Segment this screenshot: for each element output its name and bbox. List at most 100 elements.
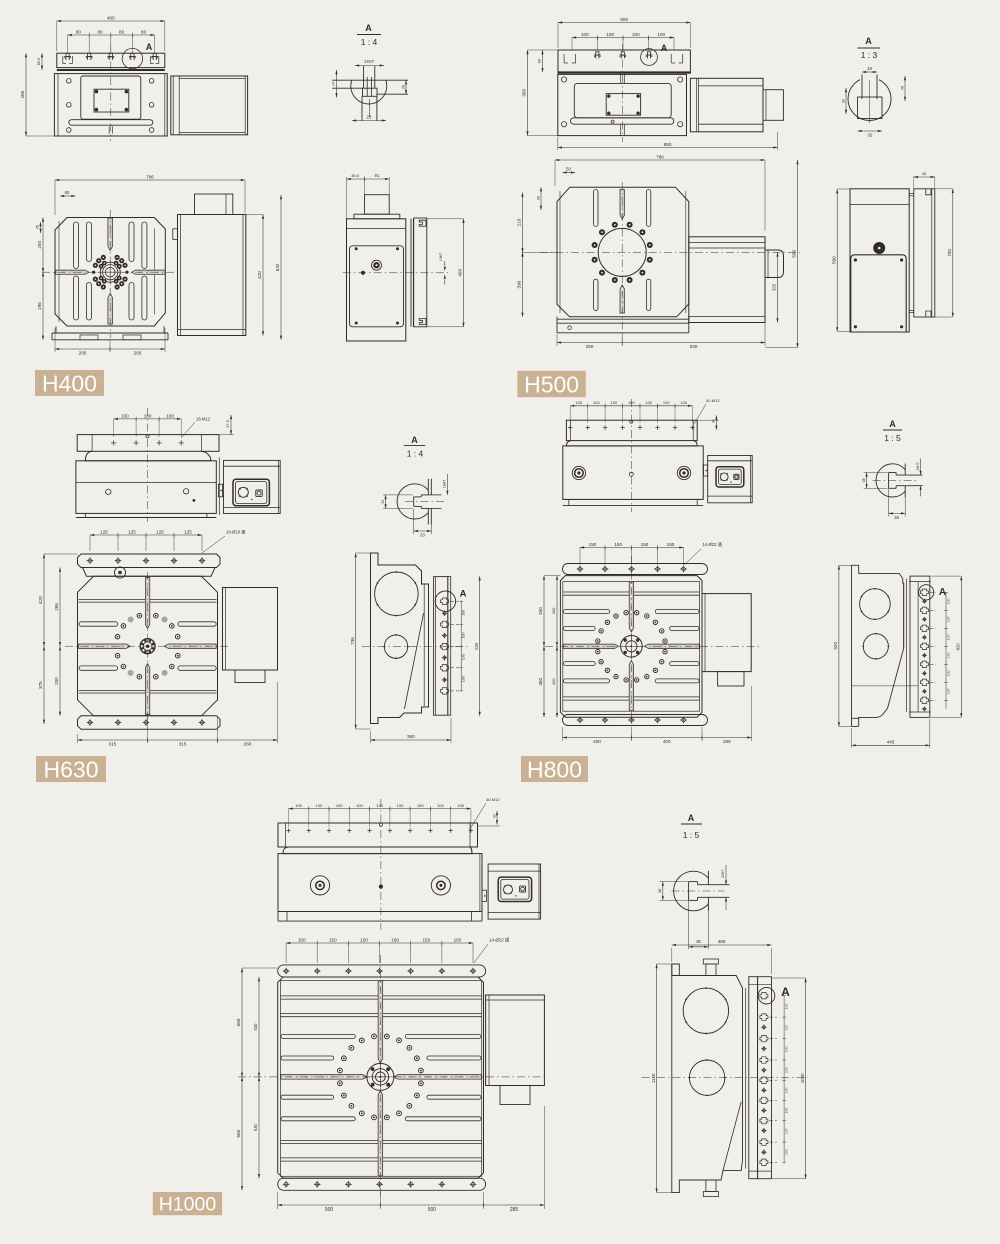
svg-text:100: 100 [784,1046,788,1052]
svg-text:1 : 5: 1 : 5 [884,433,901,443]
svg-text:22H7: 22H7 [916,462,920,470]
svg-text:500: 500 [620,17,628,22]
svg-text:700: 700 [947,249,952,257]
svg-text:16-M12: 16-M12 [196,417,211,422]
svg-text:100: 100 [946,598,950,604]
svg-text:100: 100 [946,616,950,622]
svg-text:260: 260 [244,742,252,747]
svg-text:560: 560 [236,1018,241,1026]
svg-text:150: 150 [667,542,675,547]
svg-text:445: 445 [887,740,895,745]
svg-text:45: 45 [36,225,40,229]
svg-text:38: 38 [894,515,899,520]
svg-text:460: 460 [538,678,543,686]
svg-text:100: 100 [295,803,302,808]
svg-text:295: 295 [37,302,42,310]
svg-text:H630: H630 [44,756,99,782]
svg-text:450: 450 [538,607,543,615]
svg-text:150: 150 [614,542,622,547]
svg-text:400: 400 [593,739,601,744]
svg-text:45.5: 45.5 [351,173,359,178]
svg-text:150: 150 [391,937,399,942]
svg-text:32: 32 [868,133,873,138]
svg-text:620: 620 [474,642,479,650]
svg-text:27.5: 27.5 [226,420,230,427]
svg-text:30: 30 [492,814,496,818]
svg-text:1000: 1000 [800,1073,805,1083]
svg-text:200: 200 [37,241,42,249]
svg-text:100: 100 [946,670,950,676]
svg-text:400: 400 [551,607,556,614]
svg-text:40-M12: 40-M12 [486,797,500,802]
svg-text:1 : 4: 1 : 4 [407,449,424,459]
svg-text:100: 100 [611,400,618,405]
svg-text:100: 100 [576,400,583,405]
svg-text:1 : 3: 1 : 3 [861,50,878,60]
svg-text:60: 60 [65,190,70,195]
svg-text:46: 46 [900,86,904,90]
svg-text:14-Ø22 通: 14-Ø22 通 [489,937,510,944]
svg-text:150: 150 [298,937,306,942]
svg-text:33: 33 [420,533,425,538]
svg-text:100: 100 [784,1025,788,1031]
svg-text:125: 125 [128,529,136,534]
svg-text:400: 400 [458,269,463,277]
svg-text:14H7: 14H7 [364,59,375,64]
svg-text:80: 80 [119,29,125,34]
svg-text:100: 100 [784,1128,788,1134]
svg-text:100: 100 [144,413,152,418]
svg-text:100: 100 [356,803,363,808]
svg-text:A: A [146,42,153,52]
svg-text:100: 100 [166,413,174,418]
svg-text:A: A [939,587,946,598]
svg-text:400: 400 [663,739,671,744]
svg-text:A: A [889,419,896,429]
svg-text:100: 100 [784,1087,788,1093]
svg-text:100: 100 [462,676,466,682]
svg-text:500: 500 [428,1207,437,1213]
svg-text:210: 210 [517,218,522,226]
svg-text:90: 90 [537,58,542,63]
svg-text:1120: 1120 [651,1073,656,1083]
svg-text:A: A [781,985,790,999]
svg-text:H500: H500 [524,371,579,397]
svg-text:375: 375 [38,681,43,689]
svg-text:H800: H800 [527,756,582,782]
svg-text:90: 90 [536,196,540,200]
svg-text:100: 100 [581,32,589,37]
svg-text:205: 205 [134,351,142,356]
svg-text:A: A [865,36,872,46]
svg-text:250: 250 [54,677,59,685]
svg-text:30: 30 [712,419,716,423]
svg-text:205: 205 [79,351,87,356]
svg-text:360: 360 [407,734,415,739]
svg-text:100: 100 [316,803,323,808]
svg-text:100: 100 [784,1108,788,1114]
svg-text:300: 300 [522,89,527,97]
svg-text:100: 100 [628,400,635,405]
svg-text:91: 91 [375,173,380,178]
svg-text:100: 100 [663,400,670,405]
svg-text:38: 38 [862,478,866,482]
svg-text:315: 315 [109,742,117,747]
svg-text:250: 250 [586,344,594,349]
svg-text:18: 18 [867,66,872,71]
svg-text:10-Ø18 通: 10-Ø18 通 [226,529,246,536]
svg-text:265: 265 [54,603,59,611]
svg-text:A: A [365,23,372,33]
svg-text:45: 45 [922,172,926,176]
svg-text:542: 542 [275,263,280,271]
svg-text:100: 100 [437,803,444,808]
svg-text:14: 14 [332,82,336,86]
svg-text:A: A [688,813,695,823]
svg-text:420: 420 [257,271,262,279]
svg-text:14H7: 14H7 [439,253,443,261]
svg-text:400: 400 [551,678,556,685]
svg-text:400: 400 [107,15,115,20]
svg-text:100: 100 [121,413,129,418]
svg-text:A: A [661,43,668,53]
svg-text:265: 265 [20,90,25,98]
svg-text:100: 100 [657,32,665,37]
svg-text:32: 32 [841,99,845,103]
svg-text:125: 125 [100,529,108,534]
